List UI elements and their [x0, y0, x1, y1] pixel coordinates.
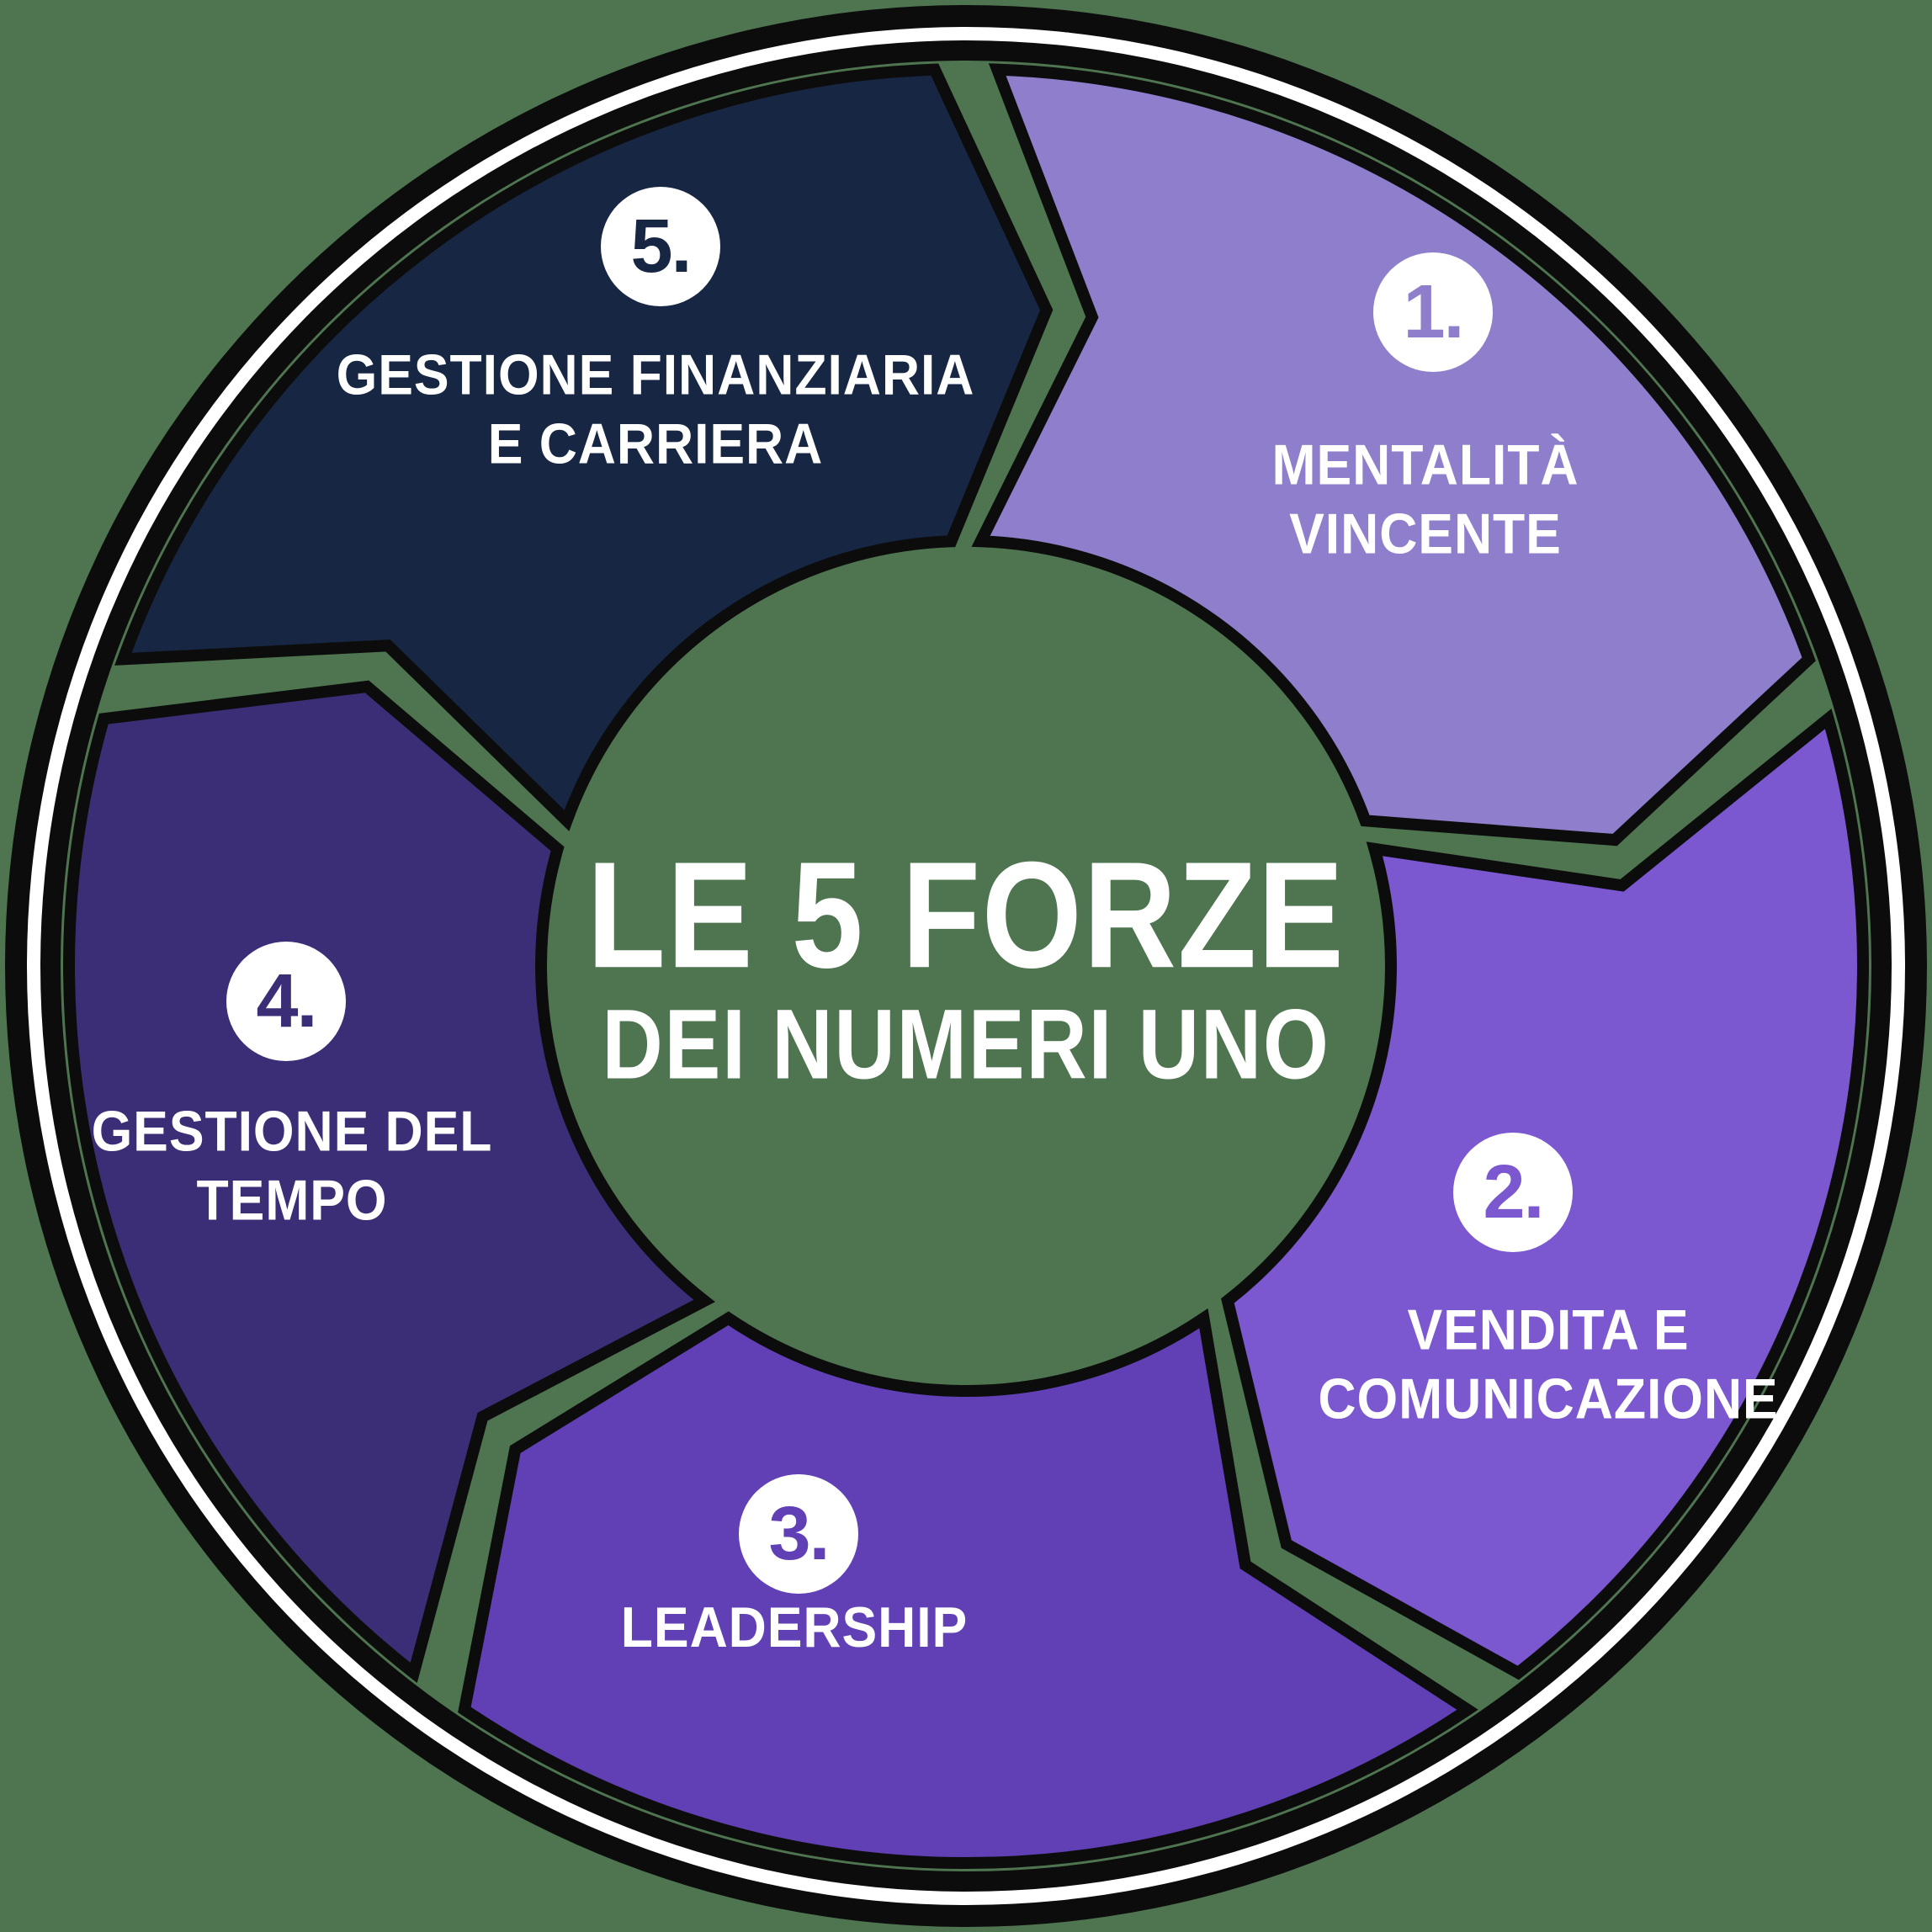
- segment-arc-4: [63, 680, 715, 1684]
- segment-2-label: VENDITA E COMUNICAZIONE: [1318, 1298, 1779, 1430]
- segment-4-number-badge: 4.: [226, 942, 346, 1061]
- segment-1-label: MENTALITÀ VINCENTE: [1271, 433, 1579, 565]
- segment-4-label: GESTIONE DEL TEMPO: [91, 1099, 493, 1232]
- segment-1-number: 1.: [1403, 269, 1464, 354]
- segment-1-number-badge: 1.: [1373, 252, 1493, 372]
- segment-2-number: 2.: [1483, 1149, 1544, 1234]
- segment-arc-3: [458, 1308, 1478, 1869]
- segment-4-number: 4.: [256, 958, 317, 1043]
- segment-2-number-badge: 2.: [1453, 1133, 1573, 1252]
- diagram-title-line-1: LE 5 FORZE: [586, 831, 1346, 1000]
- segment-5-label: GESTIONE FINANZIARIA E CARRIERA: [336, 342, 975, 475]
- segment-arc-1: [971, 63, 1816, 847]
- segment-3-label: LEADERSHIP: [620, 1595, 969, 1660]
- segment-3-number: 3.: [768, 1491, 830, 1576]
- segment-5-number-badge: 5.: [601, 187, 720, 306]
- segment-arc-5: [114, 63, 1054, 831]
- segment-3-number-badge: 3.: [739, 1474, 858, 1594]
- segment-5-number: 5.: [630, 204, 692, 289]
- diagram-title-line-2: DEI NUMERI UNO: [602, 989, 1330, 1101]
- diagram-center-title: LE 5 FORZE DEI NUMERI UNO: [586, 840, 1345, 1098]
